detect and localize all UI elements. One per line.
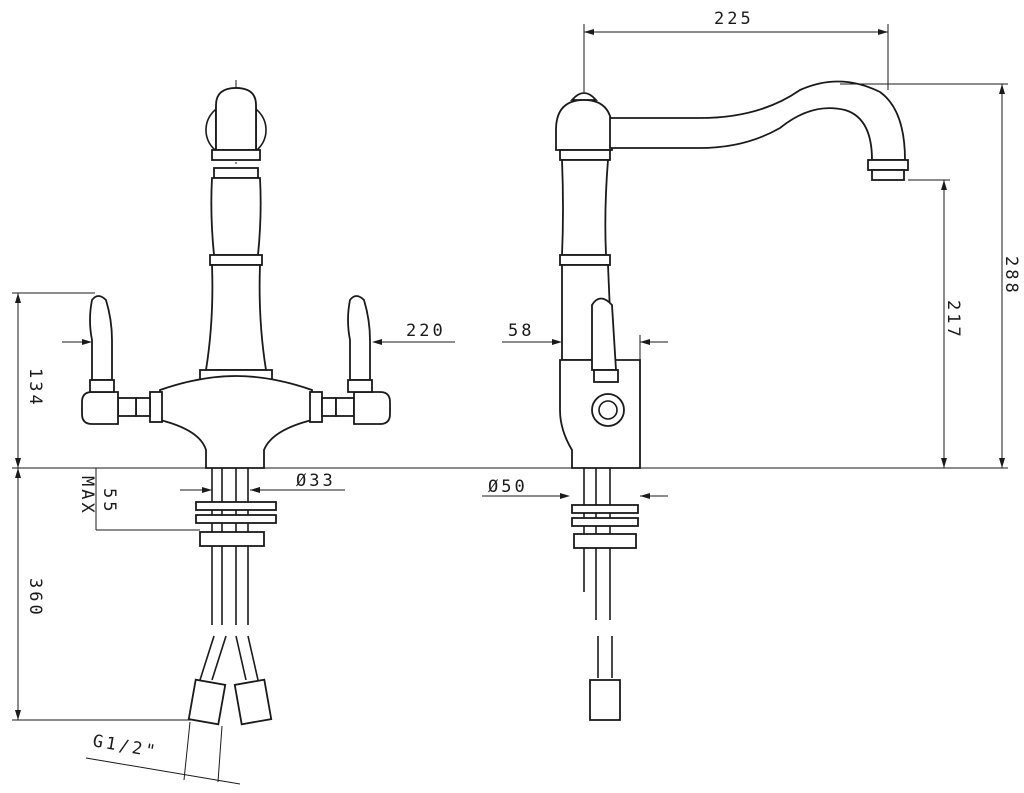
dim-label-217: 217 <box>943 300 963 340</box>
dim-label-58: 58 <box>508 321 534 341</box>
dim-label-134: 134 <box>25 368 45 408</box>
dim-label-g12: G1/2" <box>91 731 160 762</box>
dim-label-360: 360 <box>25 578 45 618</box>
side-dimensions <box>482 24 1008 499</box>
front-view <box>81 80 391 726</box>
dim-label-225: 225 <box>714 9 754 29</box>
front-dimensions <box>12 292 640 785</box>
dim-label-max: MAX <box>77 476 97 516</box>
dim-label-d33: Ø33 <box>296 471 336 491</box>
dim-label-55: 55 <box>99 488 119 514</box>
dim-label-220: 220 <box>406 321 446 341</box>
dim-label-288: 288 <box>1001 256 1021 296</box>
side-view <box>555 80 909 721</box>
dim-label-d50: Ø50 <box>488 477 528 497</box>
labels: 220 134 MAX 55 Ø33 360 G1/2" 225 288 217… <box>25 9 1021 762</box>
